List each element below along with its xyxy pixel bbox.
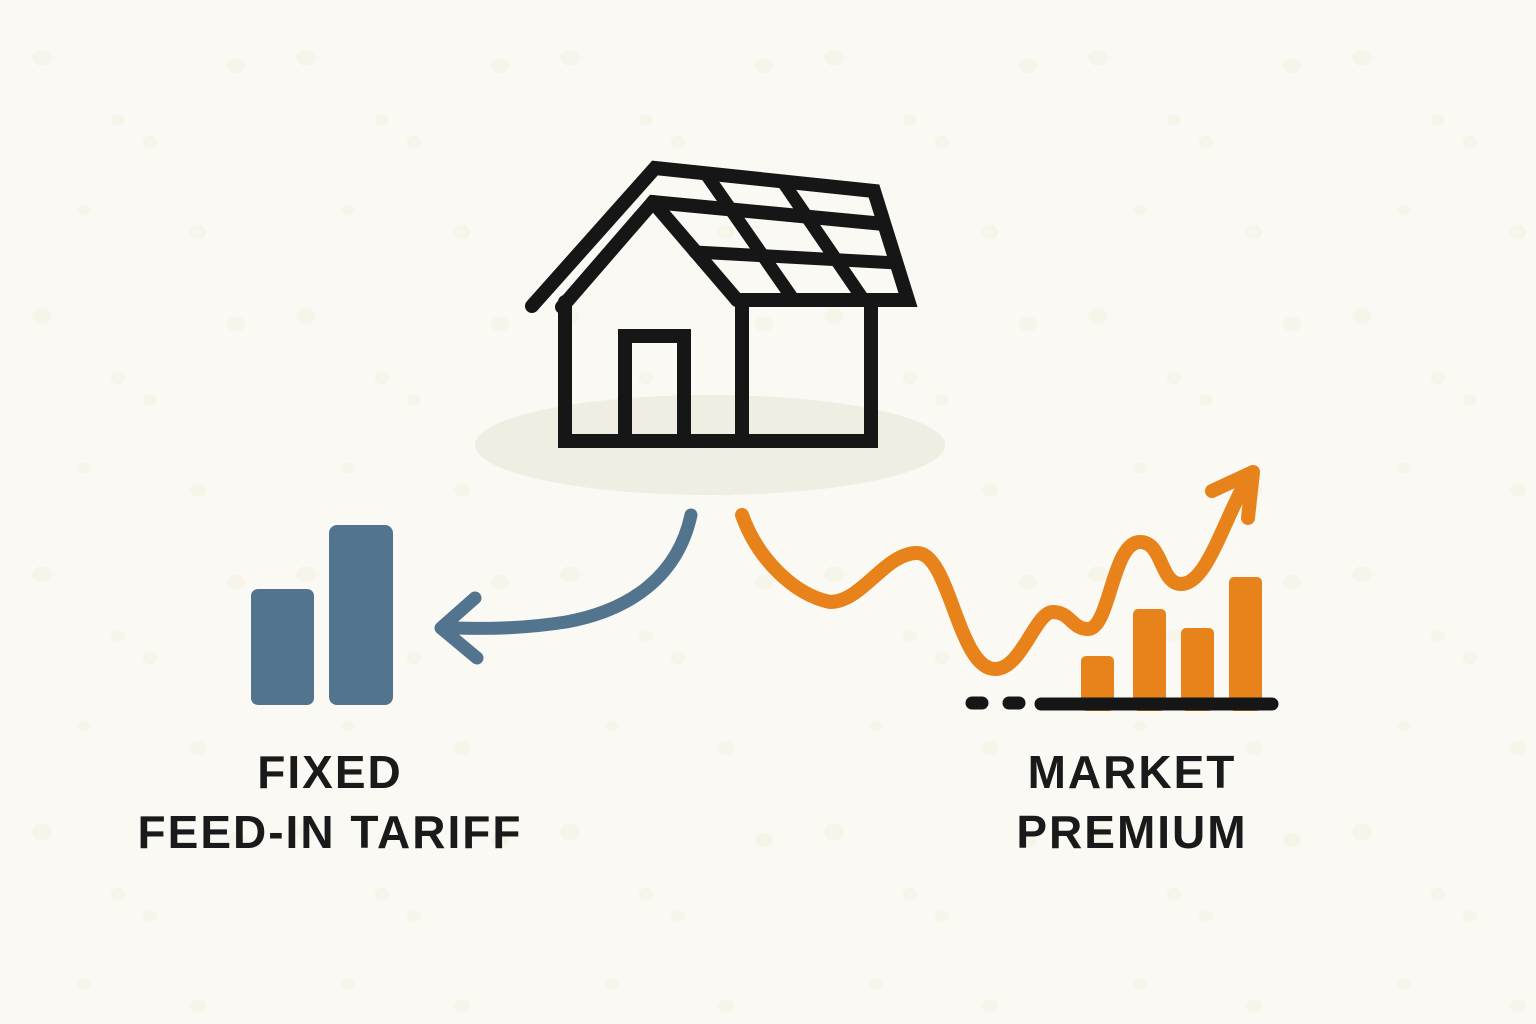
fixed-tariff-arrow-shaft <box>447 508 698 635</box>
market-wave-line <box>735 469 1256 676</box>
market-bar-3 <box>1181 628 1214 711</box>
solar-house-icon <box>525 160 918 448</box>
fixed-tariff-bar-2 <box>329 525 393 705</box>
fixed-feed-in-tariff-label-line1: FIXED <box>257 746 403 798</box>
house-walls <box>558 295 878 448</box>
market-bar-4 <box>1229 577 1262 711</box>
fixed-tariff-bar-1 <box>251 589 314 705</box>
market-bar-2 <box>1133 609 1166 711</box>
market-premium-label-line1: MARKET <box>1027 746 1237 798</box>
fixed-tariff-bars-icon <box>251 525 393 705</box>
market-premium-bars-icon <box>965 577 1279 711</box>
market-premium-label: MARKET PREMIUM <box>912 742 1352 862</box>
market-premium-wave-icon <box>735 465 1260 676</box>
solar-grid-column-divider-2 <box>776 175 870 306</box>
fixed-feed-in-tariff-label-line2: FEED-IN TARIFF <box>137 806 523 858</box>
house-door <box>618 329 691 448</box>
fixed-feed-in-tariff-label: FIXED FEED-IN TARIFF <box>110 742 550 862</box>
fixed-tariff-arrow-head <box>434 591 484 665</box>
market-premium-label-line2: PREMIUM <box>1016 806 1248 858</box>
house-roof-outline <box>525 160 918 313</box>
market-wave-arrow-head <box>1205 465 1260 525</box>
fixed-tariff-arrow-icon <box>434 508 698 665</box>
solar-grid-row-divider <box>688 245 903 270</box>
market-bar-1 <box>1081 656 1114 711</box>
solar-grid-column-divider-1 <box>699 167 800 306</box>
solar-panel-grid-icon <box>688 167 903 306</box>
